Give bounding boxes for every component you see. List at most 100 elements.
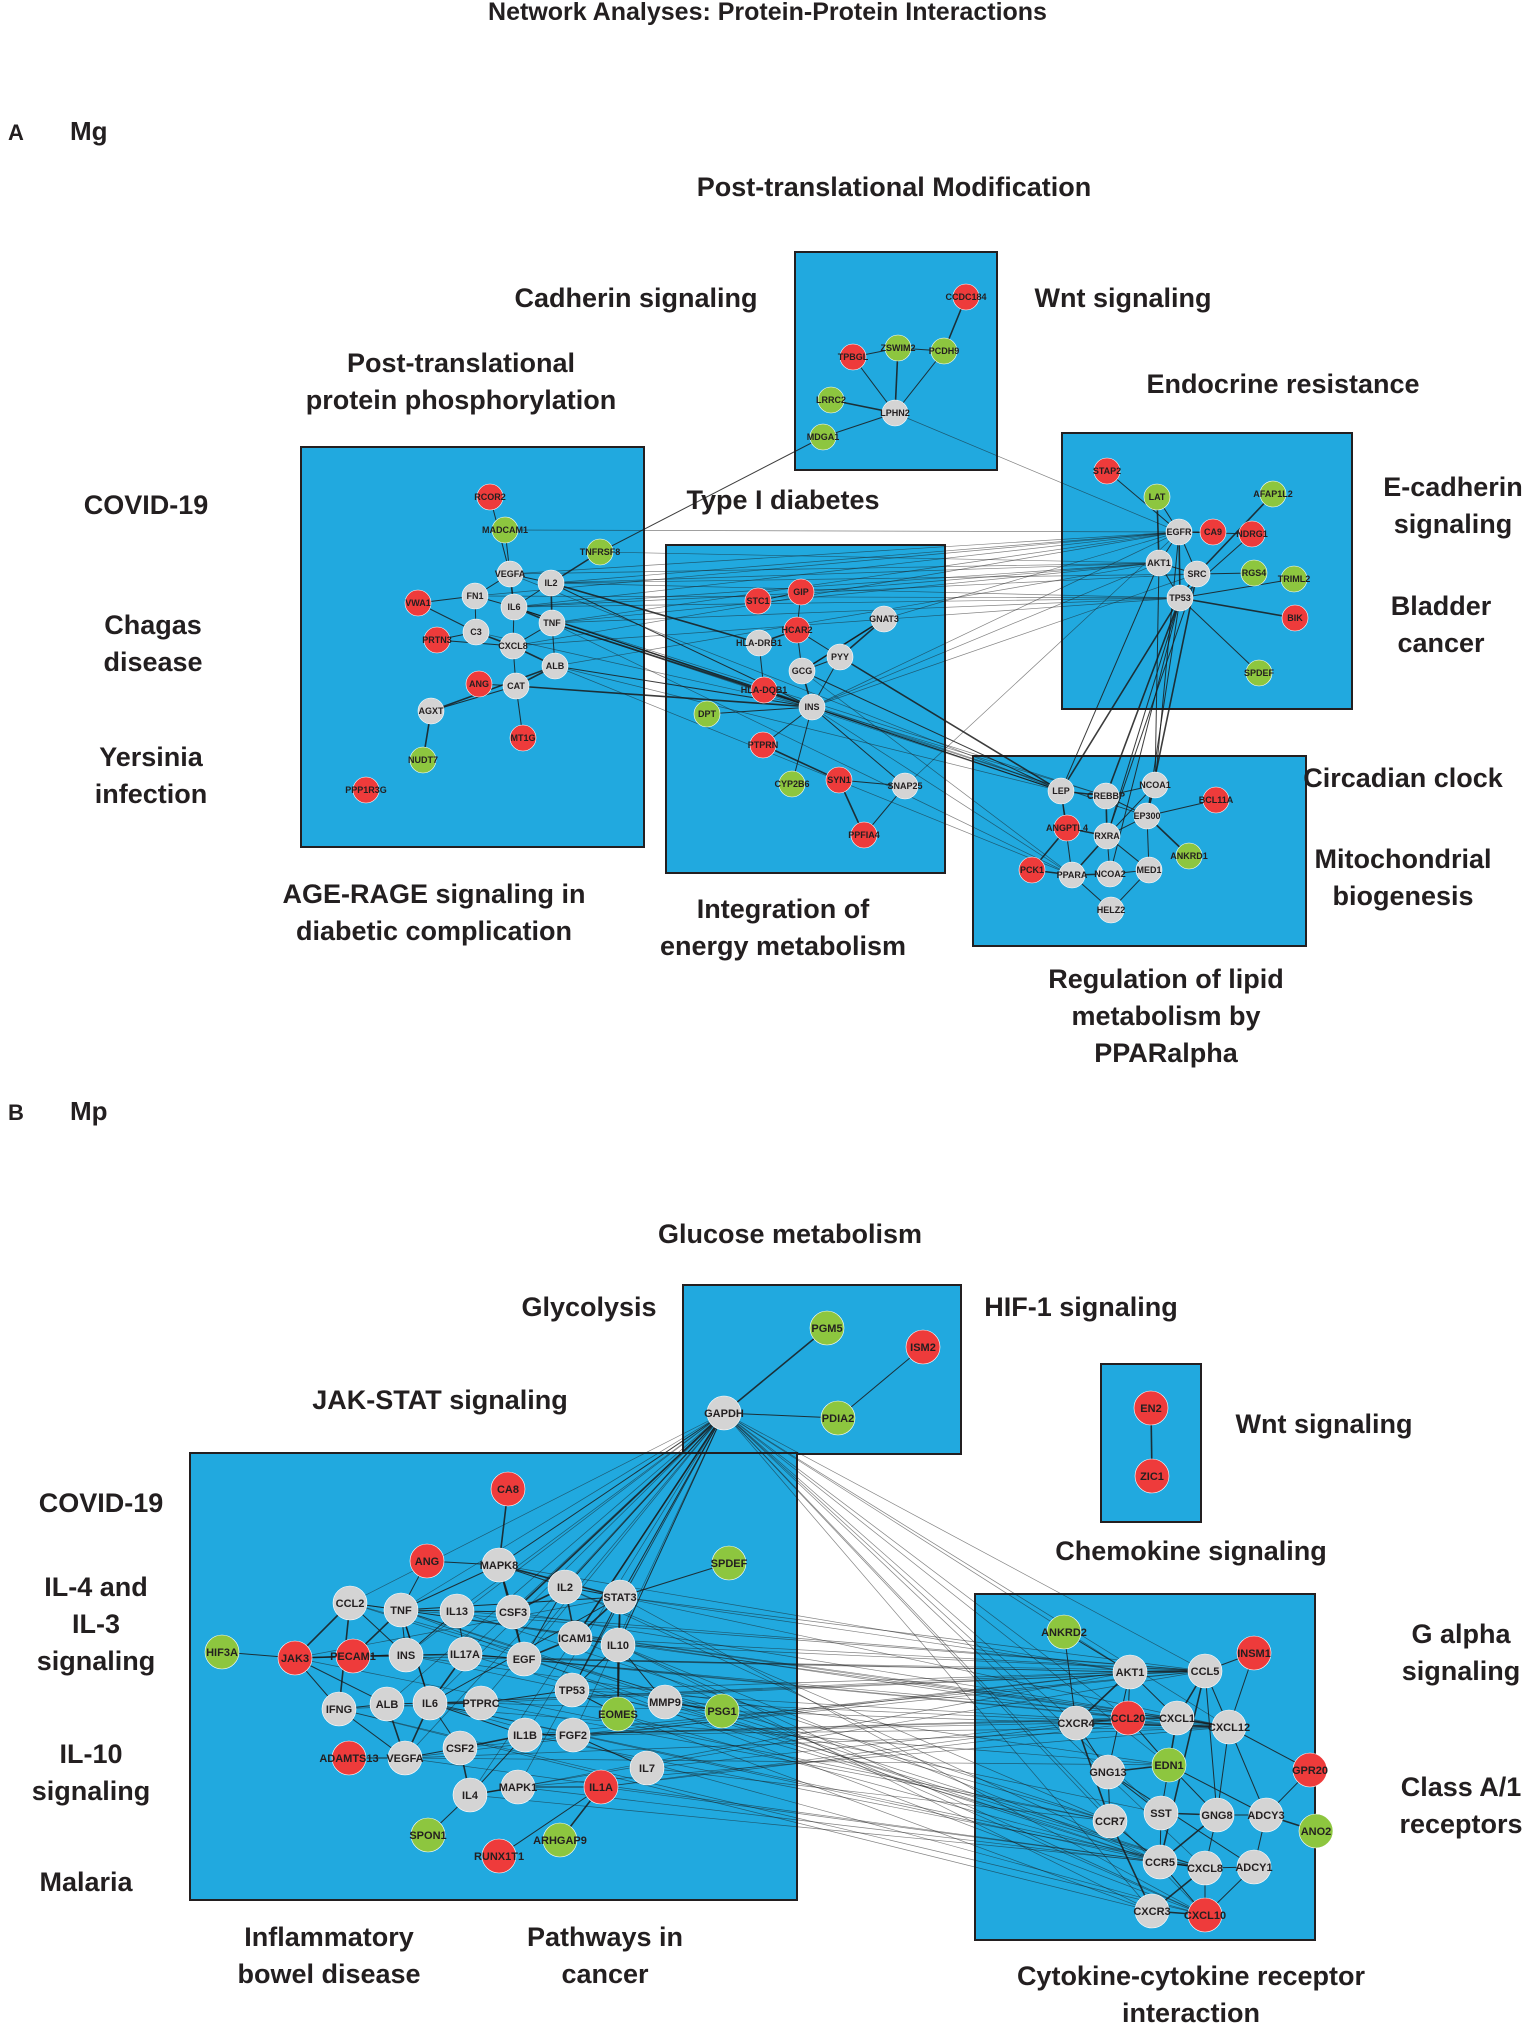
node-adamts13[interactable]: ADAMTS13 [319,1740,379,1776]
node-prtn3[interactable]: PRTN3 [422,626,452,654]
node-ppara[interactable]: PPARA [1057,861,1088,889]
node-triml2[interactable]: TRIML2 [1278,565,1311,593]
node-ins[interactable]: INS [388,1637,424,1673]
node-stat3[interactable]: STAT3 [602,1579,638,1615]
node-mt1g[interactable]: MT1G [509,724,537,752]
node-mdga1[interactable]: MDGA1 [807,423,840,451]
node-ncoa2[interactable]: NCOA2 [1094,860,1126,888]
node-snap25[interactable]: SNAP25 [887,772,923,800]
node-pyy[interactable]: PYY [826,643,854,671]
node-ppfia4[interactable]: PPFIA4 [848,821,880,849]
node-cxcr3[interactable]: CXCR3 [1133,1893,1171,1929]
node-cxcl12[interactable]: CXCL12 [1208,1709,1250,1745]
node-pgm5[interactable]: PGM5 [809,1310,845,1346]
node-med1[interactable]: MED1 [1135,856,1163,884]
node-c3[interactable]: C3 [462,618,490,646]
node-tp53[interactable]: TP53 [554,1672,590,1708]
node-ism2[interactable]: ISM2 [905,1329,941,1365]
node-ep300[interactable]: EP300 [1133,802,1161,830]
node-fn1[interactable]: FN1 [461,582,489,610]
node-ncoa1[interactable]: NCOA1 [1139,771,1171,799]
node-rgs4[interactable]: RGS4 [1240,559,1268,587]
node-sst[interactable]: SST [1143,1795,1179,1831]
node-akt1[interactable]: AKT1 [1145,549,1173,577]
node-insm1[interactable]: INSM1 [1236,1635,1272,1671]
node-ccl20[interactable]: CCL20 [1111,1700,1146,1736]
node-il6[interactable]: IL6 [412,1685,448,1721]
node-ccr5[interactable]: CCR5 [1142,1844,1178,1880]
node-ins[interactable]: INS [798,693,826,721]
node-zswim2[interactable]: ZSWIM2 [881,334,916,362]
node-hla-dqb1[interactable]: HLA-DQB1 [741,676,788,704]
node-cxcl10[interactable]: CXCL10 [1184,1897,1226,1933]
node-lep[interactable]: LEP [1047,777,1075,805]
node-vwa1[interactable]: VWA1 [404,589,432,617]
node-ccl5[interactable]: CCL5 [1187,1653,1223,1689]
node-ndrg1[interactable]: NDRG1 [1236,520,1268,548]
node-alb[interactable]: ALB [541,652,569,680]
node-gcg[interactable]: GCG [788,657,816,685]
node-spon1[interactable]: SPON1 [409,1817,447,1853]
node-mmp9[interactable]: MMP9 [647,1684,683,1720]
node-il1a[interactable]: IL1A [583,1769,619,1805]
node-tnf[interactable]: TNF [538,609,566,637]
node-zic1[interactable]: ZIC1 [1134,1458,1170,1494]
node-ankrd1[interactable]: ANKRD1 [1170,842,1208,870]
node-icam1[interactable]: ICAM1 [557,1620,593,1656]
node-il1b[interactable]: IL1B [507,1717,543,1753]
node-spdef[interactable]: SPDEF [711,1545,748,1581]
node-gnat3[interactable]: GNAT3 [869,605,899,633]
node-il17a[interactable]: IL17A [447,1636,483,1672]
node-gng13[interactable]: GNG13 [1089,1754,1127,1790]
node-il13[interactable]: IL13 [439,1593,475,1629]
node-eomes[interactable]: EOMES [598,1696,638,1732]
node-mapk8[interactable]: MAPK8 [480,1547,519,1583]
node-afap1l2[interactable]: AFAP1L2 [1253,480,1293,508]
node-edn1[interactable]: EDN1 [1151,1747,1187,1783]
node-runx1t1[interactable]: RUNX1T1 [474,1838,524,1874]
node-gng8[interactable]: GNG8 [1199,1797,1235,1833]
node-stap2[interactable]: STAP2 [1093,457,1121,485]
node-tp53[interactable]: TP53 [1166,584,1194,612]
node-cxcl8[interactable]: CXCL8 [498,632,528,660]
node-ppp1r3g[interactable]: PPP1R3G [345,776,387,804]
node-csf2[interactable]: CSF2 [442,1730,478,1766]
node-cat[interactable]: CAT [502,672,530,700]
node-lrrc2[interactable]: LRRC2 [816,386,846,414]
node-syn1[interactable]: SYN1 [825,766,853,794]
node-agxt[interactable]: AGXT [417,697,445,725]
node-ccl2[interactable]: CCL2 [332,1585,368,1621]
node-spdef[interactable]: SPDEF [1244,659,1275,687]
node-alb[interactable]: ALB [369,1686,405,1722]
node-helz2[interactable]: HELZ2 [1097,896,1126,924]
node-hif3a[interactable]: HIF3A [204,1634,240,1670]
node-gpr20[interactable]: GPR20 [1292,1752,1328,1788]
node-cxcl8[interactable]: CXCL8 [1187,1850,1223,1886]
node-csf3[interactable]: CSF3 [495,1594,531,1630]
node-tpbgl[interactable]: TPBGL [838,343,869,371]
node-pdia2[interactable]: PDIA2 [820,1400,856,1436]
node-ptprc[interactable]: PTPRC [462,1685,500,1721]
node-il2[interactable]: IL2 [547,1569,583,1605]
node-pecam1[interactable]: PECAM1 [330,1638,376,1674]
node-ano2[interactable]: ANO2 [1298,1813,1334,1849]
node-gip[interactable]: GIP [787,578,815,606]
node-madcam1[interactable]: MADCAM1 [482,516,528,544]
node-ccr7[interactable]: CCR7 [1092,1803,1128,1839]
node-ccdc184[interactable]: CCDC184 [945,283,987,311]
node-nudt7[interactable]: NUDT7 [408,746,438,774]
node-adcy1[interactable]: ADCY1 [1235,1849,1273,1885]
node-cxcl1[interactable]: CXCL1 [1159,1700,1195,1736]
node-rxra[interactable]: RXRA [1093,822,1121,850]
node-hcar2[interactable]: HCAR2 [781,616,813,644]
node-lphn2[interactable]: LPHN2 [880,399,910,427]
node-lat[interactable]: LAT [1143,483,1171,511]
node-egfr[interactable]: EGFR [1165,518,1193,546]
node-vegfa[interactable]: VEGFA [386,1740,424,1776]
node-psg1[interactable]: PSG1 [704,1693,740,1729]
node-akt1[interactable]: AKT1 [1112,1654,1148,1690]
node-rcor2[interactable]: RCOR2 [474,483,506,511]
node-bcl11a[interactable]: BCL11A [1199,786,1234,814]
node-il2[interactable]: IL2 [537,569,565,597]
node-tnfrsf8[interactable]: TNFRSF8 [580,538,621,566]
